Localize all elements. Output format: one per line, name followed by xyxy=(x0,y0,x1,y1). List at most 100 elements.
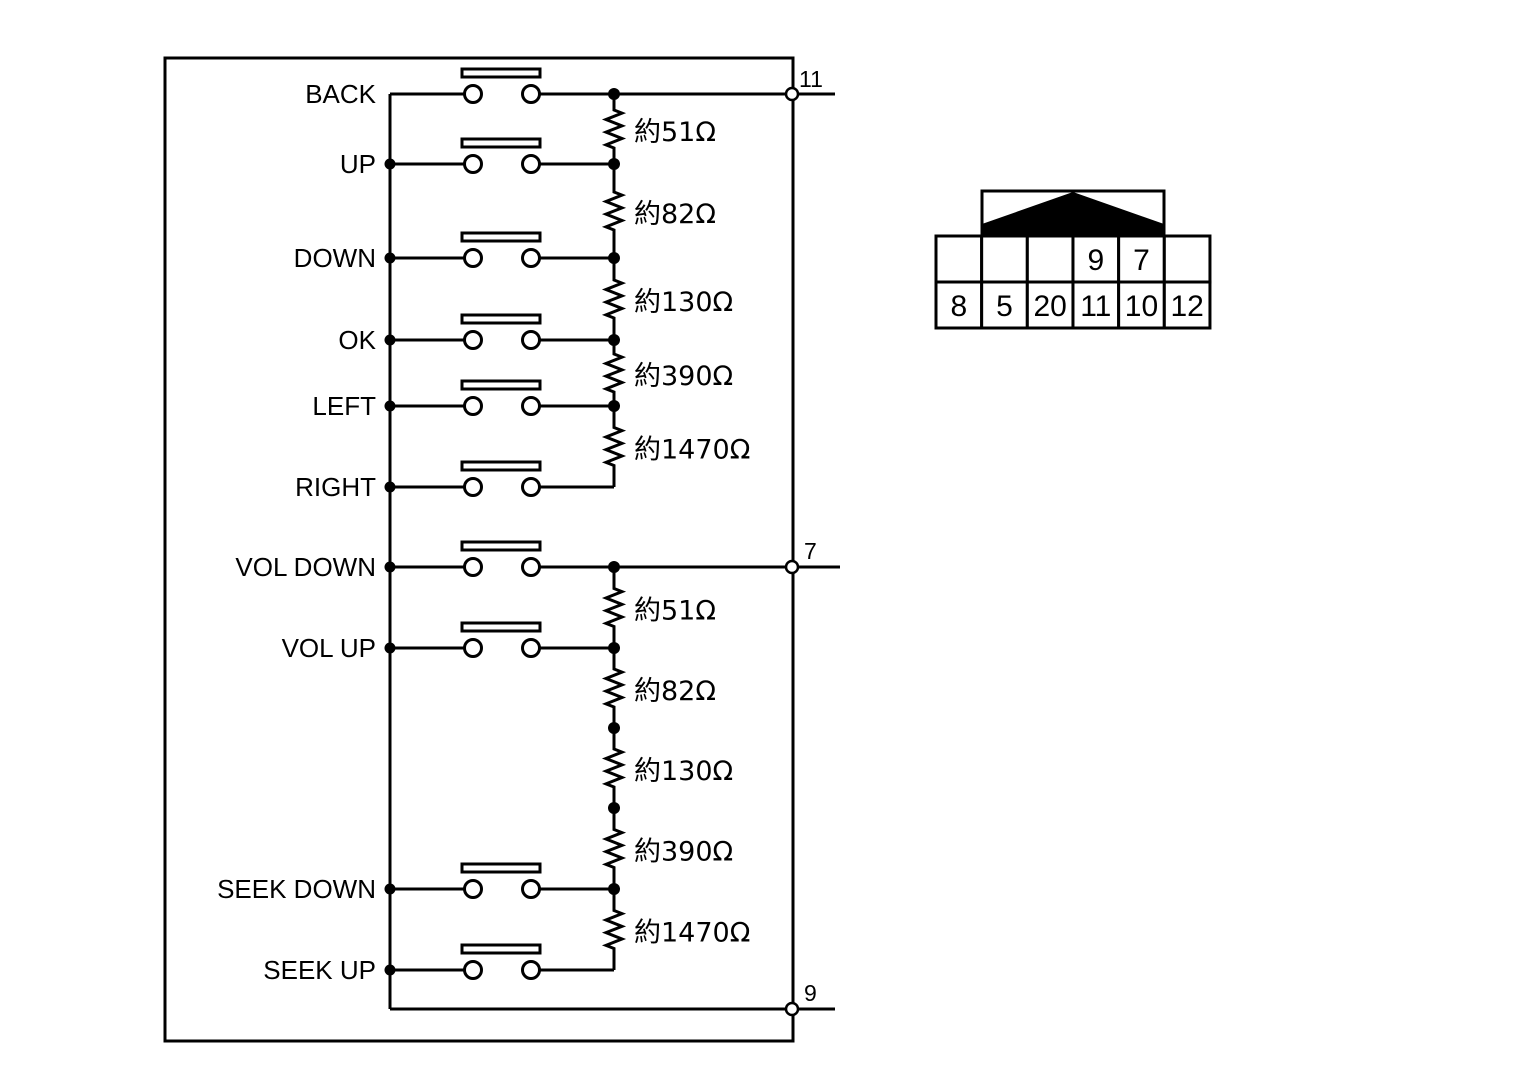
connector-pin-cell: 8 xyxy=(934,280,984,330)
switch-plunger xyxy=(460,313,542,325)
resistor-1: 約51Ω xyxy=(601,94,716,164)
switch-contact xyxy=(521,154,541,174)
resistor-symbol xyxy=(601,406,627,487)
bus-junction-dot xyxy=(384,883,396,895)
resistor-label: 約390Ω xyxy=(634,361,733,392)
ladder-junction-dot xyxy=(608,252,620,264)
connector-pin-number: 11 xyxy=(1080,290,1111,323)
connector-pin-cell: 5 xyxy=(980,280,1029,330)
resistor-10: 約1470Ω xyxy=(601,889,750,970)
terminal-9-label: 9 xyxy=(804,980,817,1006)
connector-pin-cell: 11 xyxy=(1071,280,1121,330)
resistor-symbol xyxy=(601,648,627,728)
switch-label: VOL DOWN xyxy=(235,552,376,582)
switch-label: BACK xyxy=(305,79,376,109)
switch-plunger xyxy=(460,231,542,243)
switch-label: SEEK DOWN xyxy=(217,874,376,904)
bus-junction-dot xyxy=(384,158,396,170)
switch-down: DOWN xyxy=(294,231,614,273)
resistor-symbol xyxy=(601,164,627,258)
connector-pin-number: 8 xyxy=(950,290,967,323)
connector-pin-cell xyxy=(1025,234,1075,284)
switch-contact xyxy=(463,960,483,980)
connector-cell-box xyxy=(1025,234,1075,284)
switch-contact xyxy=(463,638,483,658)
resistor-symbol xyxy=(601,728,627,808)
bus-junction-dot xyxy=(384,334,396,346)
switch-up: UP xyxy=(340,137,614,179)
connector-pin-number: 12 xyxy=(1170,290,1203,323)
switch-layer: BACK UP DOWN OK LEFT RIGHT VOL DOWN VOL UP SEEK … xyxy=(217,67,614,985)
bus-junction-dot xyxy=(384,252,396,264)
resistor-symbol xyxy=(601,567,627,648)
switch-contact xyxy=(521,557,541,577)
resistor-label: 約390Ω xyxy=(634,837,733,868)
resistor-label: 約130Ω xyxy=(634,287,733,318)
resistor-symbol xyxy=(601,340,627,406)
switch-contact xyxy=(463,396,483,416)
switch-label: UP xyxy=(340,149,376,179)
connector-pin-number: 7 xyxy=(1133,244,1150,277)
switch-plunger xyxy=(460,137,542,149)
switch-contact xyxy=(521,879,541,899)
resistor-label: 約82Ω xyxy=(634,676,716,707)
switch-label: OK xyxy=(338,325,376,355)
connector-cell-box xyxy=(1071,234,1121,284)
connector-latch-icon xyxy=(982,192,1164,236)
connector-pin-number: 20 xyxy=(1033,290,1066,323)
terminal-9-node xyxy=(784,1001,800,1017)
switch-vol-down: VOL DOWN xyxy=(235,540,614,582)
ladder-junction-dot xyxy=(608,802,620,814)
switch-contact xyxy=(463,154,483,174)
resistor-label: 約82Ω xyxy=(634,199,716,230)
resistor-9: 約390Ω xyxy=(601,808,733,889)
resistor-label: 約1470Ω xyxy=(634,918,750,949)
connector-pin-cell: 9 xyxy=(1071,234,1121,284)
switch-contact xyxy=(521,477,541,497)
switch-contact xyxy=(463,477,483,497)
connector-cell-box xyxy=(1162,280,1212,330)
switch-unit-outline xyxy=(163,56,795,1043)
connector-pin-cell xyxy=(934,234,984,284)
resistor-5: 約1470Ω xyxy=(601,406,750,487)
switch-contact xyxy=(521,248,541,268)
connector-pin-number: 10 xyxy=(1125,290,1158,323)
switch-ok: OK xyxy=(338,313,614,355)
switch-contact xyxy=(463,248,483,268)
resistor-label: 約130Ω xyxy=(634,756,733,787)
terminal-11-node xyxy=(784,86,800,102)
bus-junction-dot xyxy=(384,561,396,573)
resistor-symbol xyxy=(601,94,627,164)
resistor-symbol xyxy=(601,258,627,340)
switch-contact xyxy=(521,84,541,104)
bus-junction-dot xyxy=(384,964,396,976)
bus-junction-dot xyxy=(384,481,396,493)
switch-back: BACK xyxy=(305,67,614,109)
connector-cell-box xyxy=(934,280,984,330)
connector-pin-cell: 7 xyxy=(1117,234,1166,284)
bus-junction-dot xyxy=(384,642,396,654)
ladder-junction-dot xyxy=(608,561,620,573)
resistor-label: 約51Ω xyxy=(634,117,716,148)
switch-label: VOL UP xyxy=(282,633,376,663)
connector-pin-cell: 12 xyxy=(1162,280,1212,330)
switch-contact xyxy=(463,879,483,899)
bus-junction-dot xyxy=(384,400,396,412)
resistor-4: 約390Ω xyxy=(601,340,733,406)
switch-plunger xyxy=(460,460,542,472)
connector-pin-number: 9 xyxy=(1087,244,1104,277)
terminal-7-node xyxy=(784,559,800,575)
connector-cell-box xyxy=(1117,234,1166,284)
switch-plunger xyxy=(460,379,542,391)
switch-contact xyxy=(463,84,483,104)
switch-label: LEFT xyxy=(312,391,376,421)
connector-pin-cell: 20 xyxy=(1025,280,1075,330)
switch-label: RIGHT xyxy=(295,472,376,502)
ladder-junction-dot xyxy=(608,334,620,346)
switch-plunger xyxy=(460,862,542,874)
connector-cell-box xyxy=(980,234,1029,284)
connector-cell-box xyxy=(1162,234,1212,284)
resistor-symbol xyxy=(601,808,627,889)
switch-vol-up: VOL UP xyxy=(282,621,614,663)
